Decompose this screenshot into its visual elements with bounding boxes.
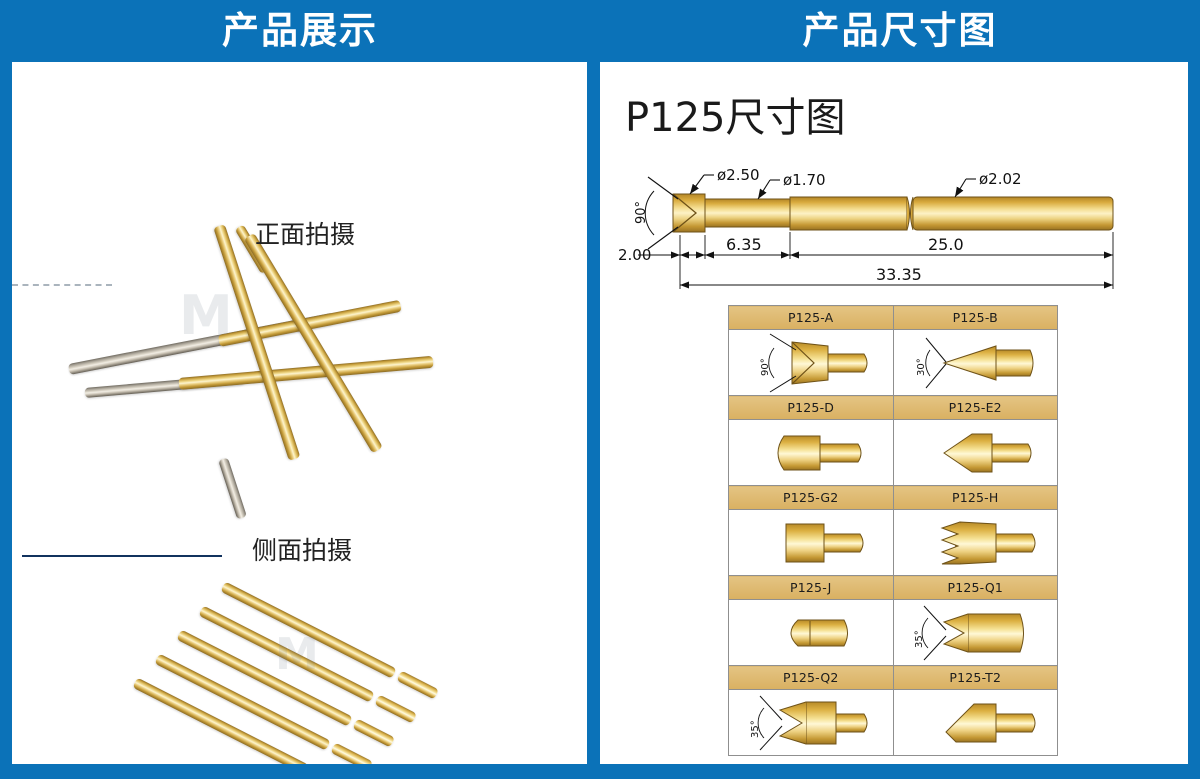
- drawing-title: P125尺寸图: [625, 95, 846, 141]
- variant-shape-cell-p125-q1: 35°: [892, 599, 1058, 666]
- variant-angle-text: 35°: [914, 630, 925, 648]
- side-view-photo: M: [127, 567, 547, 764]
- dashed-rule-decoration: [12, 284, 112, 286]
- right-header-title: 产品尺寸图: [802, 8, 998, 52]
- table-row: 35°: [728, 689, 1058, 756]
- variant-label-cell: P125-T2: [892, 665, 1058, 690]
- variant-label-cell: P125-B: [892, 305, 1058, 330]
- dim-len-plunger-text: 6.35: [726, 235, 762, 254]
- table-row: [728, 509, 1058, 576]
- dim-dia-mid-text: ø1.70: [783, 171, 826, 189]
- variant-shape-cell-p125-g2: [728, 509, 894, 576]
- variant-label-cell: P125-Q1: [892, 575, 1058, 600]
- variant-shape-cell-p125-q2: 35°: [728, 689, 894, 756]
- variant-label-cell: P125-H: [892, 485, 1058, 510]
- table-row: P125-Q2 P125-T2: [728, 665, 1058, 690]
- photo-pin: [352, 718, 395, 748]
- variant-shape-cell-p125-j: [728, 599, 894, 666]
- variant-shape-cell-p125-d: [728, 419, 894, 486]
- table-row: P125-A P125-B: [728, 305, 1058, 330]
- variant-shape-cell-p125-a: 90°: [728, 329, 894, 396]
- variant-shape-cell-p125-b: 30°: [892, 329, 1058, 396]
- left-header-title: 产品展示: [222, 8, 378, 52]
- dim-angle-text: 90°: [634, 201, 649, 224]
- variant-label-cell: P125-J: [728, 575, 894, 600]
- photo-pin: [330, 742, 373, 764]
- variant-label-cell: P125-E2: [892, 395, 1058, 420]
- variant-shape-cell-p125-e2: [892, 419, 1058, 486]
- table-row: P125-D P125-E2: [728, 395, 1058, 420]
- photo-pin: [178, 355, 434, 390]
- variant-angle-text: 90°: [760, 358, 771, 376]
- photo-pin: [218, 457, 247, 520]
- dim-len-tip-text: 2.00: [618, 246, 651, 264]
- variant-angle-text: 30°: [916, 358, 927, 376]
- dim-len-total-text: 33.35: [876, 265, 922, 284]
- table-row: P125-J P125-Q1: [728, 575, 1058, 600]
- variant-shape-cell-p125-h: [892, 509, 1058, 576]
- left-panel-header: 产品展示: [0, 0, 600, 60]
- pin-dimension-drawing: 90° ø2.50 ø1.70 ø2.02: [618, 147, 1178, 302]
- variant-shape-cell-p125-t2: [892, 689, 1058, 756]
- variant-label-cell: P125-G2: [728, 485, 894, 510]
- dim-len-barrel-text: 25.0: [928, 235, 964, 254]
- side-view-label: 侧面拍摄: [252, 536, 353, 565]
- variant-table: P125-A P125-B: [728, 305, 1058, 756]
- dim-dia-head-text: ø2.50: [717, 166, 760, 184]
- photo-pin: [243, 232, 383, 454]
- front-view-label: 正面拍摄: [255, 220, 356, 249]
- product-photo-panel: 正面拍摄 侧面拍摄 M M: [12, 62, 587, 764]
- variant-label-cell: P125-D: [728, 395, 894, 420]
- solid-rule-decoration: [22, 555, 222, 557]
- table-row: [728, 419, 1058, 486]
- photo-pin: [374, 694, 417, 724]
- photo-pin: [396, 670, 439, 700]
- variant-label-cell: P125-A: [728, 305, 894, 330]
- variant-label-cell: P125-Q2: [728, 665, 894, 690]
- table-row: 90° 30°: [728, 329, 1058, 396]
- dim-dia-barrel-text: ø2.02: [979, 170, 1022, 188]
- table-row: 35°: [728, 599, 1058, 666]
- right-panel-header: 产品尺寸图: [600, 0, 1200, 60]
- dimension-drawing-panel: P125尺寸图: [600, 62, 1188, 764]
- variant-angle-text: 35°: [750, 720, 761, 738]
- table-row: P125-G2 P125-H: [728, 485, 1058, 510]
